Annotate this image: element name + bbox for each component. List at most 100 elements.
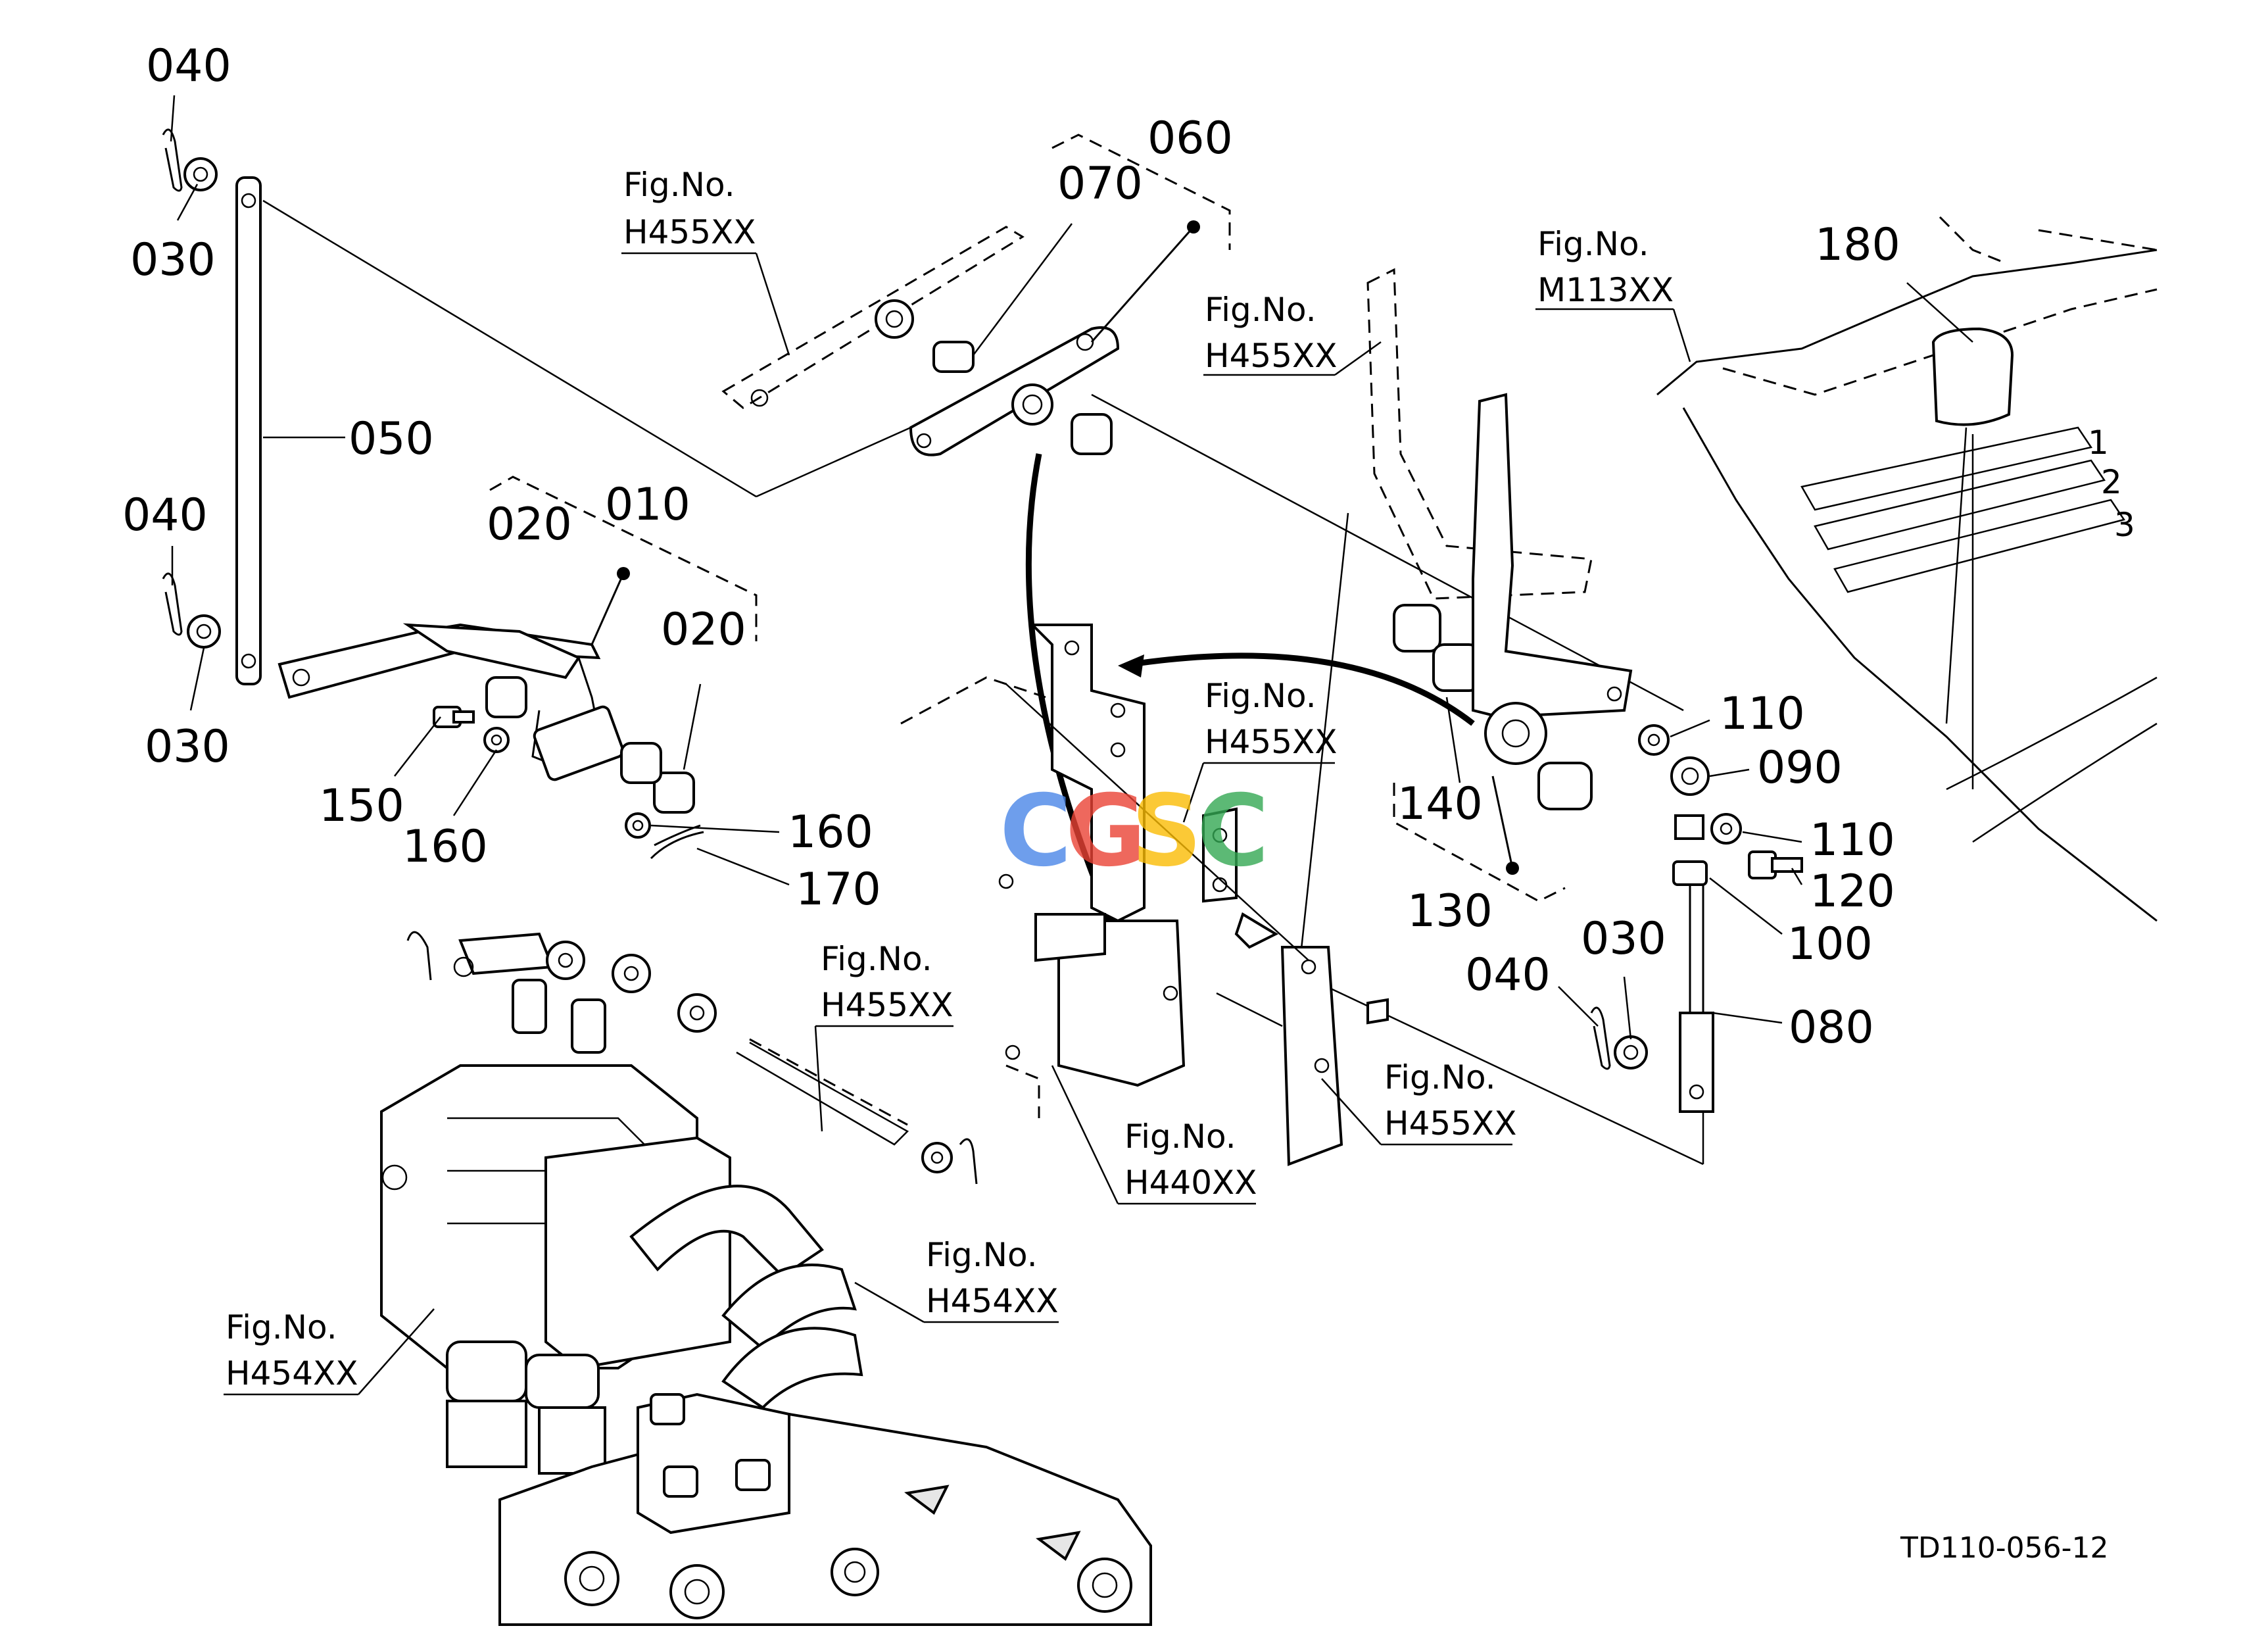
- washer-030-lower: [187, 614, 221, 649]
- svg-text:Fig.No.: Fig.No.: [1537, 225, 1649, 263]
- svg-text:H455XX: H455XX: [1384, 1104, 1517, 1143]
- watermark-letter: S: [1131, 774, 1202, 889]
- bracket-010-group: [489, 476, 758, 645]
- svg-text:H455XX: H455XX: [821, 986, 953, 1024]
- lever-m113: [1472, 393, 1633, 810]
- washer-160-a: [483, 727, 510, 753]
- part-label-040: 040: [122, 489, 208, 541]
- bracket-130-group: [1393, 775, 1566, 902]
- svg-text:H454XX: H454XX: [226, 1354, 358, 1392]
- svg-text:Fig.No.: Fig.No.: [1205, 291, 1316, 329]
- part-label-040: 040: [146, 40, 231, 92]
- svg-text:1: 1: [2088, 424, 2109, 462]
- link-rod-050: [235, 176, 262, 685]
- part-label-040: 040: [1465, 949, 1551, 1001]
- svg-text:M113XX: M113XX: [1537, 271, 1674, 309]
- pin-040-lower: [162, 572, 183, 636]
- svg-text:H455XX: H455XX: [1205, 337, 1338, 375]
- ball-joint-090: [1670, 756, 1710, 840]
- figure-ref-H455-5: Fig.No. H455XX: [1384, 1058, 1517, 1143]
- part-label-130: 130: [1407, 885, 1493, 937]
- figure-ref-H455-2: Fig.No. H455XX: [1205, 291, 1338, 375]
- part-label-120: 120: [1810, 866, 1895, 918]
- part-label-160: 160: [788, 806, 873, 858]
- link-plate-ghost: [721, 226, 1025, 409]
- knob-180: [1931, 327, 2014, 789]
- washer-110-bottom: [1710, 813, 1742, 845]
- figure-ref-H440: Fig.No. H440XX: [1124, 1118, 1257, 1202]
- figure-ref-H454-1: Fig.No. H454XX: [926, 1236, 1059, 1320]
- support-bracket: [1029, 624, 1186, 1087]
- svg-text:Fig.No.: Fig.No.: [1124, 1118, 1236, 1156]
- leader-lines: [170, 95, 1973, 1040]
- control-valve-body: [380, 931, 731, 1475]
- hoses: [629, 1185, 863, 1410]
- part-label-150: 150: [319, 780, 404, 832]
- figure-ref-H455-4: Fig.No. H455XX: [821, 940, 953, 1024]
- watermark-logo: C G S C: [1000, 774, 1269, 889]
- svg-text:Fig.No.: Fig.No.: [821, 940, 932, 978]
- svg-text:H440XX: H440XX: [1124, 1164, 1257, 1202]
- part-label-050: 050: [349, 413, 434, 465]
- part-label-080: 080: [1789, 1002, 1874, 1054]
- part-label-060: 060: [1147, 112, 1233, 164]
- part-label-100: 100: [1787, 918, 1873, 970]
- pin-040-right: [1590, 1006, 1611, 1070]
- svg-text:H454XX: H454XX: [926, 1282, 1059, 1320]
- drawing-code: TD110-056-12: [1900, 1531, 2108, 1565]
- figure-ref-H454-2: Fig.No. H454XX: [226, 1308, 358, 1392]
- part-label-180: 180: [1815, 219, 1900, 271]
- watermark-letter: G: [1065, 774, 1146, 889]
- bushing-070: [932, 341, 975, 373]
- link-plate-060: [909, 326, 1120, 456]
- gear-marker-3: 3: [2114, 506, 2135, 544]
- gear-marker-1: 1: [2088, 424, 2109, 462]
- nut-100: [1672, 860, 1708, 886]
- watermark-letter: C: [1197, 774, 1269, 889]
- watermark-letter: C: [1000, 774, 1072, 889]
- pin-170: [650, 824, 704, 860]
- part-label-110: 110: [1720, 688, 1805, 740]
- part-label-020: 020: [487, 499, 572, 551]
- part-label-030: 030: [145, 721, 230, 773]
- part-label-160: 160: [402, 821, 488, 873]
- washer-030-right: [1614, 1035, 1648, 1069]
- part-label-030: 030: [1581, 913, 1666, 965]
- svg-text:Fig.No.: Fig.No.: [1384, 1058, 1496, 1096]
- figure-ref-M113: Fig.No. M113XX: [1537, 225, 1674, 309]
- svg-text:Fig.No.: Fig.No.: [1205, 677, 1316, 715]
- pin-040-top: [162, 128, 183, 192]
- figure-ref-H455-3: Fig.No. H455XX: [1205, 677, 1338, 761]
- bracket-plate-lower: [1005, 683, 1389, 1166]
- dashed-outline-left: [900, 676, 1046, 1118]
- svg-text:H455XX: H455XX: [623, 213, 756, 251]
- part-label-170: 170: [796, 864, 881, 916]
- part-label-030: 030: [130, 234, 216, 286]
- part-number-labels: 040 030 050 040 030 020 010 020 150 160 …: [122, 40, 1900, 1054]
- svg-text:Fig.No.: Fig.No.: [926, 1236, 1038, 1274]
- svg-text:2: 2: [2101, 463, 2122, 501]
- part-label-070: 070: [1057, 158, 1143, 210]
- part-label-110: 110: [1810, 814, 1895, 866]
- washer-160-b: [625, 812, 651, 839]
- bushing-020-b: [620, 742, 695, 814]
- rod-pin-h455: [736, 1038, 978, 1185]
- washer-030-top: [183, 157, 218, 191]
- figure-ref-leaders: [224, 252, 1691, 1396]
- bushing-020-a: [485, 676, 527, 718]
- part-label-090: 090: [1757, 742, 1843, 794]
- figure-ref-H455-1: Fig.No. H455XX: [623, 166, 756, 251]
- svg-text:H455XX: H455XX: [1205, 723, 1338, 761]
- bracket-060-group: [1051, 134, 1231, 343]
- part-label-020: 020: [661, 604, 746, 656]
- bolt-120: [1748, 850, 1803, 879]
- part-label-010: 010: [605, 479, 690, 531]
- lever-010: [277, 623, 625, 781]
- gear-marker-2: 2: [2101, 463, 2122, 501]
- lever-ghost-h455: [1366, 268, 1593, 692]
- svg-text:Fig.No.: Fig.No.: [226, 1308, 337, 1346]
- bolt-150: [433, 706, 475, 728]
- bracket-plate-h455: [1202, 807, 1279, 949]
- lower-housing: [498, 1392, 1152, 1626]
